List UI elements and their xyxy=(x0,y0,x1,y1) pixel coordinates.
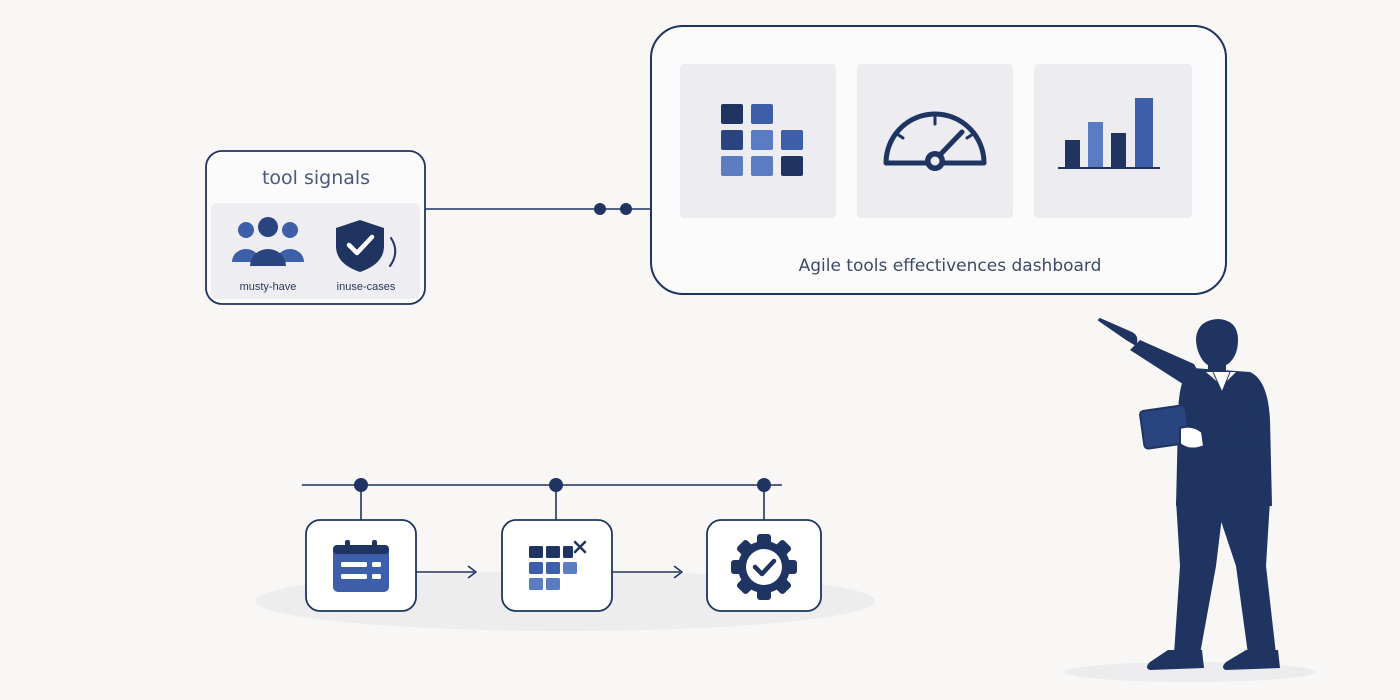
dashboard-caption: Agile tools effectivences dashboard xyxy=(799,256,1102,276)
tablet-icon xyxy=(1139,404,1191,450)
presenter-figure xyxy=(1065,318,1315,682)
dashboard-tile-gauge xyxy=(857,64,1013,218)
bar-chart-icon xyxy=(1058,98,1160,169)
signals-connector xyxy=(425,203,650,215)
kanban-grid-icon xyxy=(529,540,587,590)
grid-blocks-icon xyxy=(721,104,803,176)
gauge-icon xyxy=(883,111,987,171)
calendar-board-icon xyxy=(333,540,389,592)
signal-label-inuse-cases: inuse-cases xyxy=(337,281,396,293)
workflow xyxy=(255,478,875,631)
workflow-timeline xyxy=(302,478,782,520)
team-icon xyxy=(232,217,304,266)
badge-check-icon xyxy=(731,534,797,600)
workflow-arrow-1 xyxy=(416,565,477,579)
tool-signals-title: tool signals xyxy=(262,167,370,189)
shield-check-icon xyxy=(336,220,397,272)
tool-signals-card: tool signals musty-have inuse-cases xyxy=(205,150,426,305)
dashboard-card: Agile tools effectivences dashboard xyxy=(650,25,1227,295)
workflow-arrow-2 xyxy=(612,565,683,579)
signal-label-musty-have: musty-have xyxy=(240,281,297,293)
